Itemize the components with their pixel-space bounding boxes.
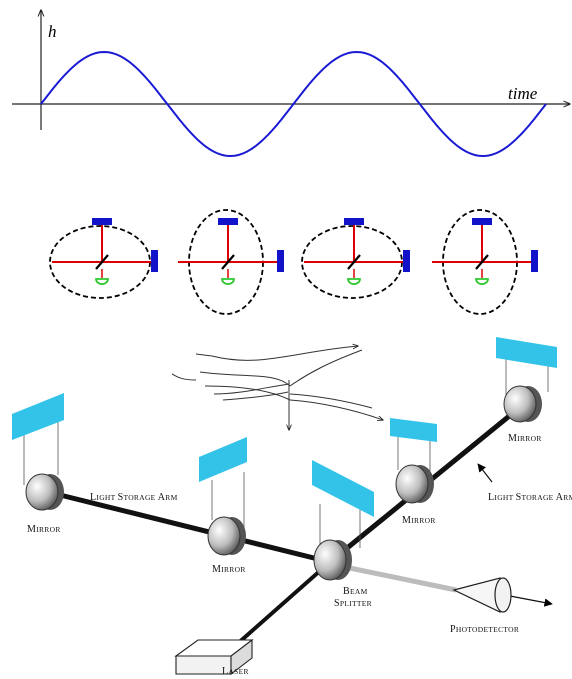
photodetector-label: PHOTODETECTOR bbox=[450, 624, 519, 635]
output-beam bbox=[339, 563, 457, 593]
photodetector bbox=[452, 577, 512, 613]
y-axis-label: h bbox=[48, 22, 57, 41]
top-mirror bbox=[472, 218, 492, 225]
side-mirror bbox=[531, 250, 538, 272]
beam-splitter bbox=[313, 539, 352, 581]
photodiode-icon bbox=[221, 278, 235, 285]
beam-splitter-mark bbox=[221, 254, 235, 270]
x-axis-label: time bbox=[508, 84, 538, 103]
side-mirror bbox=[277, 250, 284, 272]
mirror-panel-near-left bbox=[199, 437, 247, 482]
laser-label: LASER bbox=[222, 666, 249, 677]
detector-state-2 bbox=[178, 209, 284, 315]
top-mirror bbox=[92, 218, 112, 225]
mirror-panel-near-right bbox=[390, 418, 437, 442]
wave-field-lines bbox=[171, 346, 383, 430]
top-mirror bbox=[344, 218, 364, 225]
detector-state-4 bbox=[432, 209, 538, 315]
mirror-near-right bbox=[395, 464, 434, 504]
laser-box bbox=[174, 638, 254, 676]
beam-splitter-mark bbox=[475, 254, 489, 270]
top-mirror bbox=[218, 218, 238, 225]
side-mirror bbox=[151, 250, 158, 272]
detector-state-1 bbox=[49, 218, 158, 299]
mirror-near-right-label: MIRROR bbox=[402, 515, 436, 526]
mirror-far-left bbox=[25, 473, 64, 511]
mirror-far-right bbox=[503, 385, 542, 423]
detector-state-3 bbox=[301, 218, 410, 299]
side-mirror bbox=[403, 250, 410, 272]
photodiode-icon bbox=[95, 278, 109, 285]
mirror-panel-far-left bbox=[12, 393, 64, 440]
right-arm-label: LIGHT STORAGE ARM bbox=[488, 492, 572, 503]
left-arm-label: LIGHT STORAGE ARM bbox=[90, 492, 178, 503]
beam-splitter-mark bbox=[347, 254, 361, 270]
mirror-panel-beam-splitter bbox=[312, 460, 374, 517]
waveform-panel: h time bbox=[12, 10, 570, 158]
mirror-far-left-label: MIRROR bbox=[27, 524, 61, 535]
mirror-panel-far-right bbox=[496, 337, 557, 368]
photodiode-icon bbox=[347, 278, 361, 285]
arm-label-pointer bbox=[477, 463, 493, 483]
suspension-wires bbox=[23, 352, 549, 548]
mirror-near-left bbox=[207, 516, 246, 556]
strain-wave bbox=[40, 50, 547, 158]
interferometer-illustration: MIRROR MIRROR MIRROR MIRROR BEAM SPLITTE… bbox=[12, 337, 572, 677]
mirror-far-right-label: MIRROR bbox=[508, 433, 542, 444]
beam-splitter-label-line1: BEAM bbox=[343, 586, 368, 597]
beam-splitter-mark bbox=[95, 254, 109, 270]
photodiode-icon bbox=[475, 278, 489, 285]
mirror-near-left-label: MIRROR bbox=[212, 564, 246, 575]
beam-splitter-label-line2: SPLITTER bbox=[334, 598, 372, 609]
left-light-storage-arm bbox=[47, 489, 331, 565]
detector-output-arrow bbox=[509, 595, 553, 607]
detector-states-row bbox=[49, 209, 538, 315]
